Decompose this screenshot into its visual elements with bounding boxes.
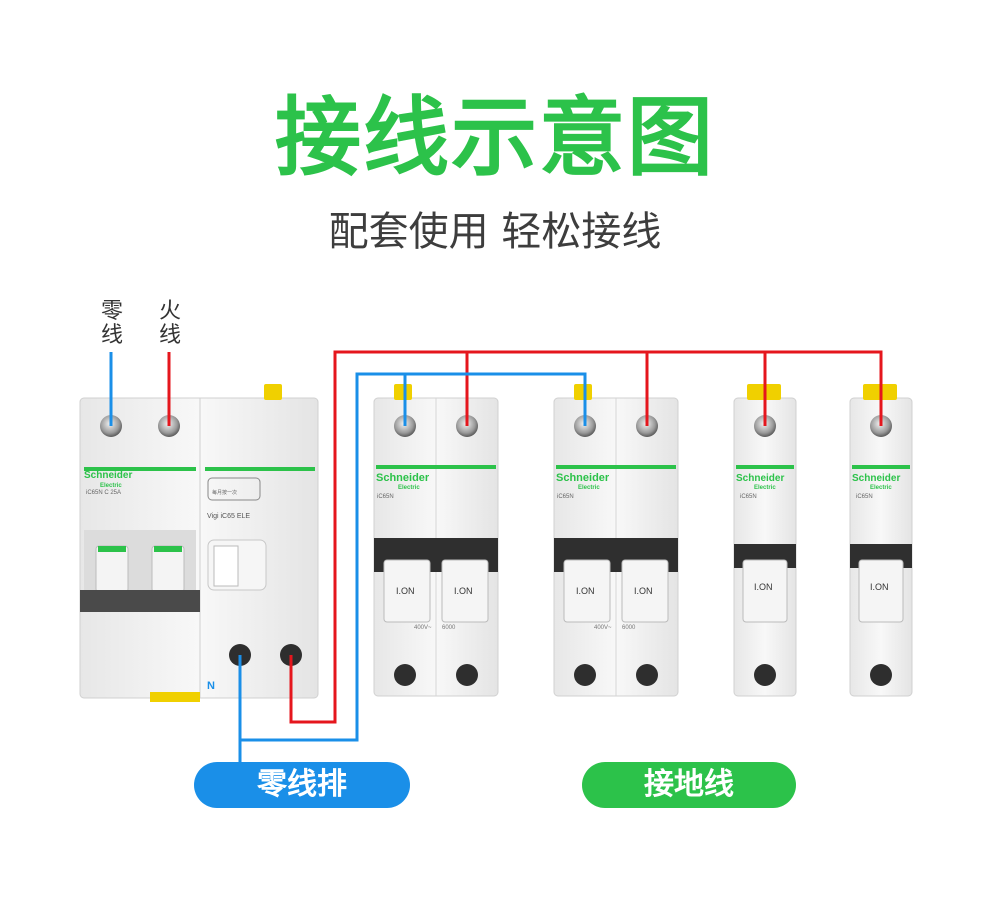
one-pole-breaker-1 (733, 384, 797, 697)
svg-text:iC65N: iC65N (856, 494, 873, 500)
svg-text:Electric: Electric (754, 485, 776, 491)
svg-text:每月按一次: 每月按一次 (212, 489, 237, 496)
brand-logo: Schneider (556, 472, 610, 484)
svg-text:I.ON: I.ON (396, 586, 415, 596)
svg-text:400V~: 400V~ (414, 625, 432, 631)
toggle-handle[interactable] (563, 559, 611, 623)
svg-text:Electric: Electric (578, 485, 600, 491)
rcbo-breaker (79, 384, 319, 702)
svg-text:6000: 6000 (622, 625, 636, 631)
ground-wire-button[interactable]: 接地线 (582, 762, 796, 808)
toggle-handle[interactable] (383, 559, 431, 623)
din-clip (264, 384, 282, 400)
neutral-bus-wire (240, 372, 587, 742)
two-pole-breaker-2 (553, 384, 679, 697)
svg-text:6000: 6000 (442, 625, 456, 631)
two-pole-breaker-1 (373, 384, 499, 697)
svg-text:iC65N: iC65N (740, 494, 757, 500)
page-subtitle: 配套使用 轻松接线 (328, 209, 662, 255)
neutral-terminal-mark: N (207, 680, 215, 692)
svg-text:I.ON: I.ON (634, 586, 653, 596)
one-pole-breaker-2 (849, 384, 913, 697)
svg-text:Electric: Electric (870, 485, 892, 491)
page-title: 接线示意图 (275, 88, 715, 188)
neutral-wire-label: 零线 (100, 299, 123, 348)
toggle-handle[interactable] (742, 559, 788, 623)
svg-text:I.ON: I.ON (870, 582, 889, 592)
test-button[interactable] (207, 477, 261, 501)
brand-logo: Schneider (84, 470, 132, 481)
toggle-handle[interactable] (621, 559, 669, 623)
live-wire-label: 火线 (158, 299, 181, 348)
toggle-handle[interactable] (858, 559, 904, 623)
svg-text:iC65N: iC65N (557, 494, 574, 500)
brand-logo: Schneider (852, 473, 900, 484)
svg-text:I.ON: I.ON (454, 586, 473, 596)
toggle-handle[interactable] (441, 559, 489, 623)
svg-text:I.ON: I.ON (754, 582, 773, 592)
svg-text:Electric: Electric (398, 485, 420, 491)
live-bus-wire (289, 350, 883, 724)
svg-text:iC65N C 25A: iC65N C 25A (86, 490, 121, 496)
neutral-bar-button[interactable]: 零线排 (194, 762, 410, 808)
svg-text:Electric: Electric (100, 483, 122, 489)
svg-text:iC65N: iC65N (377, 494, 394, 500)
handle-bar (80, 590, 200, 612)
toggle-handle[interactable] (151, 545, 185, 593)
svg-text:Vigi iC65 ELE: Vigi iC65 ELE (207, 513, 250, 520)
toggle-handle[interactable] (95, 545, 129, 593)
brand-logo: Schneider (376, 472, 430, 484)
svg-text:400V~: 400V~ (594, 625, 612, 631)
svg-text:I.ON: I.ON (576, 586, 595, 596)
brand-logo: Schneider (736, 473, 784, 484)
